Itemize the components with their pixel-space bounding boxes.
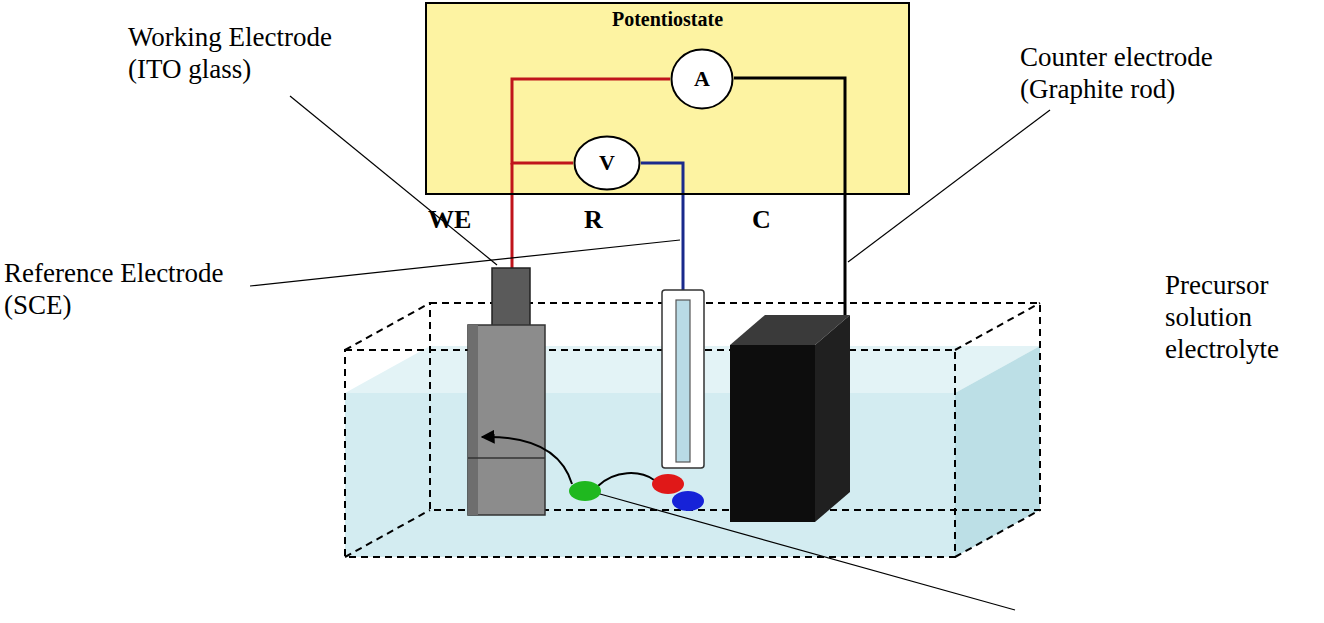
graphite-side [815,315,850,522]
electrode-label: Reference Electrode (SCE) [4,258,264,322]
ito-glass [468,325,545,515]
ion-blue [672,491,704,511]
electrode-label: Counter electrode (Graphite rod) [1020,42,1310,106]
counter-wire [734,78,845,318]
water-side [955,346,1040,557]
ion-green [569,481,601,501]
terminal-name: WE [428,205,471,236]
meter-ellipse [672,50,733,109]
ito-edge [468,325,478,515]
ion-arrow [482,437,572,484]
ito-tab [492,268,530,330]
meter-symbol: V [599,150,615,176]
potentiostat-box: PotentiostateA V [425,2,910,195]
meter-ellipse [575,137,640,190]
leader-lines [250,96,1050,610]
sce-rod [676,300,690,462]
ion-link [598,473,654,486]
potentiostat-fill [425,2,910,195]
electrode-label: Working Electrode (ITO glass) [128,22,363,86]
water-front [345,393,955,557]
solution-label: Precursor solution electrolyte [1165,270,1305,366]
meter-symbol: A [694,66,710,92]
graphite-front [730,345,815,522]
voltmeter-circle: V [573,135,641,191]
ammeter-circle: A [670,48,734,110]
we-wire [511,163,514,270]
instrument-title: Potentiostate [612,8,723,31]
terminal-name: R [584,205,603,236]
ito-line [468,457,545,459]
ion-red [652,474,684,494]
sce-tube [662,290,704,468]
terminal-name: C [752,205,771,236]
reference-wire [641,163,683,292]
